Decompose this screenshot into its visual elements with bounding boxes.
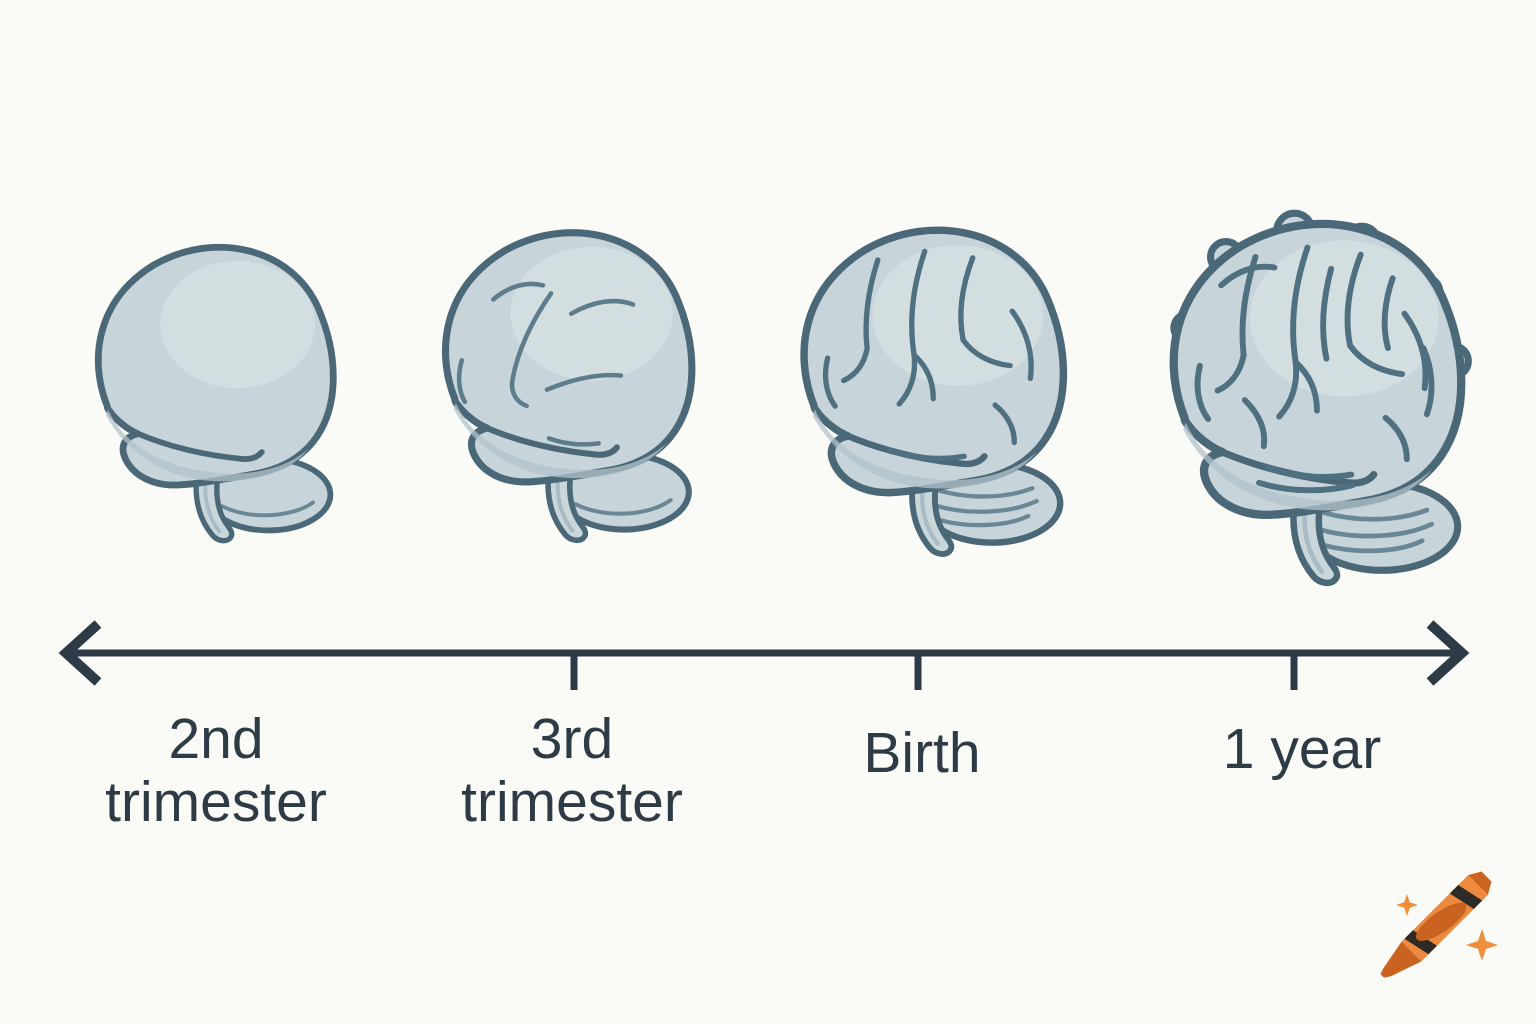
crayon-icon bbox=[1380, 871, 1492, 978]
sulci bbox=[456, 281, 636, 447]
label-line: trimester bbox=[105, 770, 327, 834]
timeline-label-2nd-trimester: 2nd trimester bbox=[105, 708, 327, 834]
arrow-right-icon bbox=[1426, 620, 1470, 686]
brain-stage-2 bbox=[442, 229, 696, 544]
sulci bbox=[822, 248, 1034, 462]
sparkle-icon bbox=[1466, 929, 1498, 961]
brain-stage-1 bbox=[94, 243, 337, 544]
label-line: trimester bbox=[461, 770, 683, 834]
lateral-fissure bbox=[135, 430, 265, 462]
lateral-fissure bbox=[484, 425, 620, 458]
label-line: 3rd bbox=[530, 707, 614, 771]
lateral-fissure bbox=[844, 432, 988, 468]
timeline-label-3rd-trimester: 3rd trimester bbox=[461, 708, 683, 834]
label-line: 2nd bbox=[168, 707, 264, 771]
lateral-fissure bbox=[1218, 448, 1378, 487]
crayon-watermark bbox=[1380, 871, 1498, 978]
label-line: 1 year bbox=[1222, 717, 1382, 781]
label-line: Birth bbox=[863, 721, 981, 785]
brain-stage-4 bbox=[1169, 209, 1472, 587]
arrow-left-icon bbox=[58, 620, 102, 686]
brain-stage-3 bbox=[800, 226, 1068, 557]
sparkle-icon bbox=[1396, 894, 1418, 916]
timeline-axis bbox=[58, 620, 1470, 690]
timeline-label-birth: Birth bbox=[863, 722, 980, 785]
sulci bbox=[1194, 244, 1435, 494]
brainstem bbox=[1290, 497, 1341, 587]
timeline-label-1-year: 1 year bbox=[1223, 718, 1381, 781]
